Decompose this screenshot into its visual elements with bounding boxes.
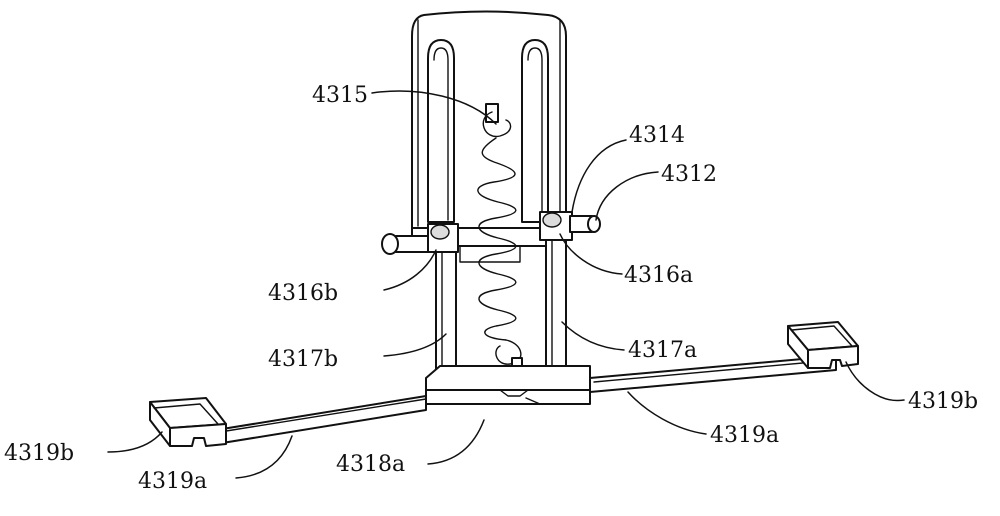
label-4315: 4315: [312, 83, 368, 108]
label-4319b-right: 4319b: [908, 389, 978, 414]
leader-4319b-right: [845, 361, 905, 402]
base-block-4318a: [425, 365, 591, 405]
label-4316b: 4316b: [268, 281, 338, 306]
rail-left-4319a: [215, 395, 427, 445]
label-4317a: 4317a: [628, 338, 697, 363]
label-4312: 4312: [661, 162, 717, 187]
label-4319a-left: 4319a: [138, 469, 207, 494]
leader-4316b: [383, 249, 437, 291]
label-4319b-left: 4319b: [4, 441, 74, 466]
label-4317b: 4317b: [268, 347, 338, 372]
leader-lines: [107, 90, 905, 479]
rod-right-4317a: [545, 231, 567, 377]
label-4316a: 4316a: [624, 263, 693, 288]
leader-4312: [595, 171, 659, 221]
right-slot: [521, 39, 549, 223]
leader-4317a: [561, 321, 625, 351]
end-box-right-4319b: [787, 321, 859, 369]
leader-4314: [571, 139, 627, 213]
leader-4319a-right: [627, 391, 707, 435]
leader-4319a-left: [235, 435, 293, 479]
label-4314: 4314: [629, 123, 685, 148]
slider-block-4316a: [539, 211, 601, 241]
leader-4316a: [559, 233, 623, 275]
leader-4318a: [427, 419, 485, 465]
rail-right-4319a: [589, 355, 837, 393]
left-slot: [427, 39, 455, 223]
leader-4315: [371, 90, 497, 125]
label-4319a-right: 4319a: [710, 423, 779, 448]
slider-block-4316b: [381, 223, 459, 255]
reference-labels: 4315 4314 4312 4316b 4316a 4317b 4317a 4…: [4, 83, 978, 494]
leader-4317b: [383, 333, 447, 357]
leader-4319b-left: [107, 431, 163, 453]
end-box-left-4319b: [149, 397, 227, 447]
rod-left-4317b: [435, 239, 457, 383]
label-4318a: 4318a: [336, 452, 405, 477]
